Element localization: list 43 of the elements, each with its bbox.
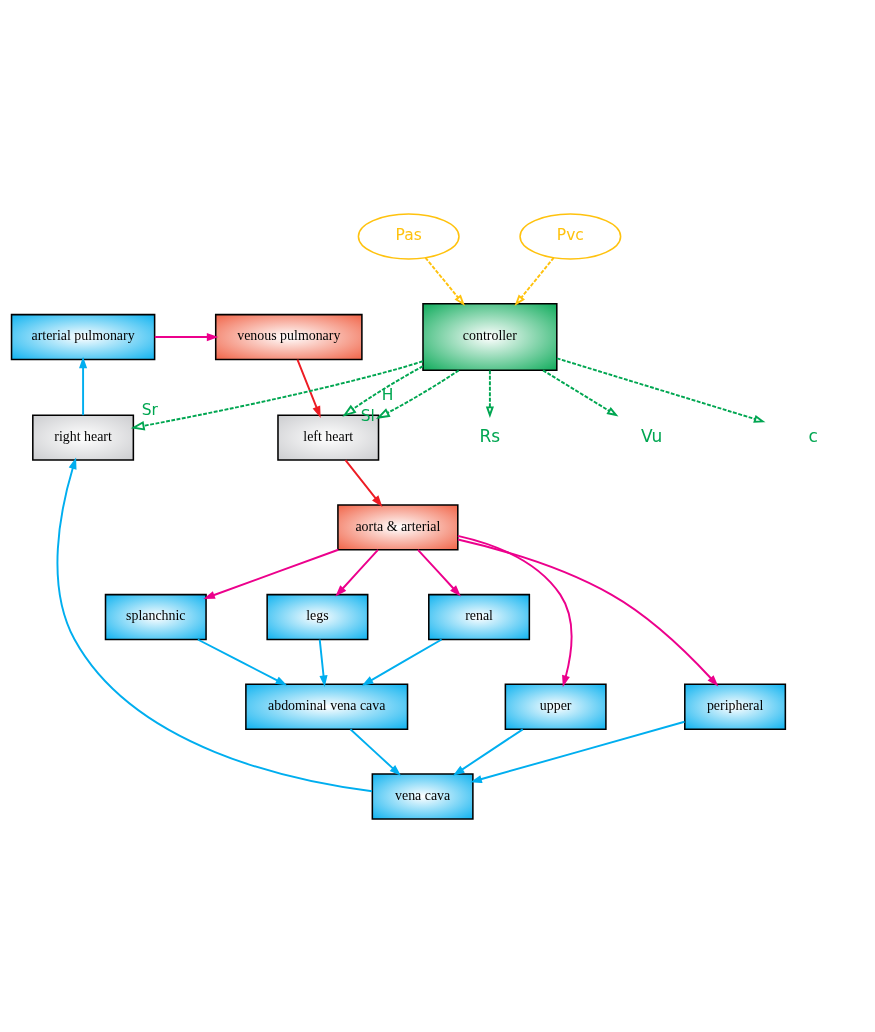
node-box: peripheral [684,683,787,730]
node-box: abdominal vena cava [245,683,409,730]
arrow [344,458,383,507]
arrow [56,457,374,792]
node-box: legs [266,593,369,640]
arrow [335,548,379,597]
arrow [361,638,443,686]
arrow [424,256,466,306]
arrow [79,356,88,416]
node-text: Vu [640,425,663,446]
arrow [196,638,288,686]
arrow [457,538,719,686]
arrow [130,359,424,430]
arrow [514,256,555,306]
node-box: vena cava [371,772,474,820]
node-text: Rs [479,425,501,446]
node-box: renal [428,593,531,640]
arrow [456,534,573,687]
node-box: arterial pulmonary [10,313,156,360]
arrow [452,727,524,776]
arrow [416,548,461,597]
arrow [555,356,766,423]
arrow [318,638,328,687]
node-box: right heart [32,413,135,461]
arrow [349,727,401,776]
arrow [485,369,494,418]
node-ellipse: Pvc [519,212,622,260]
node-box: upper [504,683,607,730]
arrow [375,368,460,419]
arrow [470,720,686,783]
node-box: venous pulmonary [214,313,363,360]
edge-label: Sr [141,400,158,419]
arrow [542,368,619,417]
node-ellipse: Pas [357,212,460,260]
edge-label: H [381,385,394,404]
node-box: splanchnic [104,593,207,640]
node-box: aorta & arterial [337,503,459,551]
node-box: controller [422,302,558,371]
arrow [153,332,219,341]
node-text: c [808,425,818,446]
arrow [203,548,340,599]
arrow [342,364,424,417]
arrow [296,358,321,418]
